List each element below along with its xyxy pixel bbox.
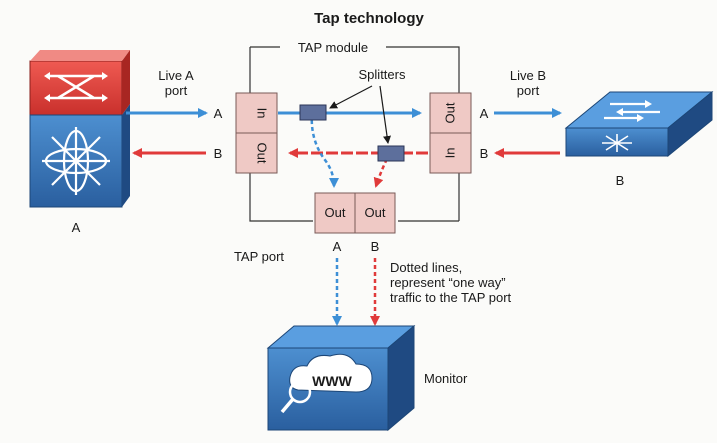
split-arrow-a — [310, 112, 339, 188]
port-right-in: In — [429, 132, 472, 174]
note-line2: represent “one way” — [390, 275, 506, 290]
port-left-in: In — [235, 92, 278, 134]
splitters-pointer-b — [379, 85, 391, 144]
note-line3: traffic to the TAP port — [390, 290, 512, 305]
www-text: WWW — [312, 373, 352, 389]
live-b-label-line1: Live B — [510, 68, 546, 83]
port-right-in-label: In — [442, 148, 457, 159]
tap-port-out-b-label: Out — [365, 205, 386, 220]
port-left-out: Out — [235, 132, 278, 174]
port-left-in-label: In — [255, 108, 270, 119]
diagram-title: Tap technology — [314, 10, 424, 27]
right-letter-a: A — [480, 106, 489, 121]
right-letter-b: B — [480, 146, 489, 161]
live-a-label-line1: Live A — [158, 68, 194, 83]
device-b-label: B — [616, 173, 625, 188]
device-a-label: A — [72, 220, 81, 235]
port-right-out: Out — [429, 92, 472, 134]
tap-port-out-b: Out — [354, 192, 396, 234]
note-line1: Dotted lines, — [390, 260, 462, 275]
tap-letter-b: B — [371, 239, 380, 254]
tap-letter-a: A — [333, 239, 342, 254]
tap-port-out-a-label: Out — [325, 205, 346, 220]
device-a-icon: A — [29, 50, 130, 235]
splitter-b-icon — [377, 145, 405, 162]
splitters-label: Splitters — [359, 67, 406, 82]
device-b-icon: B — [564, 90, 714, 188]
monitor-www-icon: WWW — [266, 324, 416, 432]
live-a-label-line2: port — [165, 83, 188, 98]
port-right-out-label: Out — [442, 102, 457, 123]
monitor-label: Monitor — [424, 371, 468, 386]
splitters-pointer-a — [329, 85, 373, 109]
left-letter-a: A — [214, 106, 223, 121]
tap-module-label: TAP module — [298, 40, 368, 55]
left-letter-b: B — [214, 146, 223, 161]
tap-port-label: TAP port — [234, 249, 284, 264]
tap-module: TAP module — [249, 40, 460, 222]
port-left-out-label: Out — [255, 143, 270, 164]
tap-port-out-a: Out — [314, 192, 356, 234]
splitter-a-icon — [299, 104, 327, 121]
live-b-label-line2: port — [517, 83, 540, 98]
